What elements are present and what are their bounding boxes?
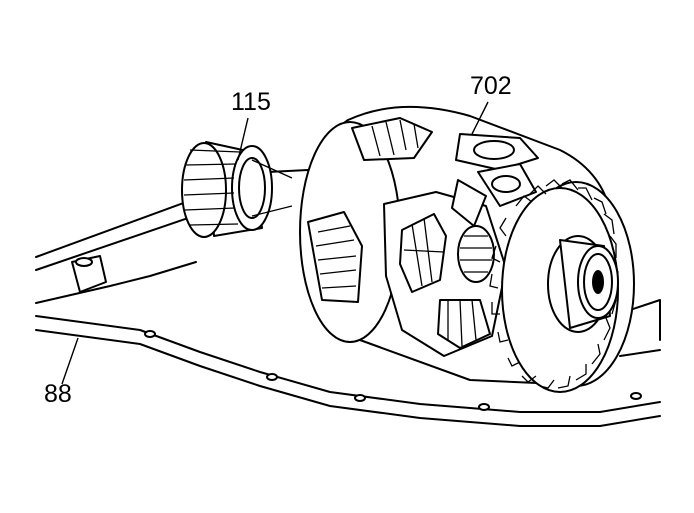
splined-sleeve: [181, 141, 293, 238]
callout-leaders: [61, 101, 489, 385]
callout-label-702: 702: [470, 72, 512, 100]
differential-assembly: [299, 105, 635, 393]
callout-label-88: 88: [44, 380, 72, 408]
callout-label-115: 115: [231, 88, 271, 116]
